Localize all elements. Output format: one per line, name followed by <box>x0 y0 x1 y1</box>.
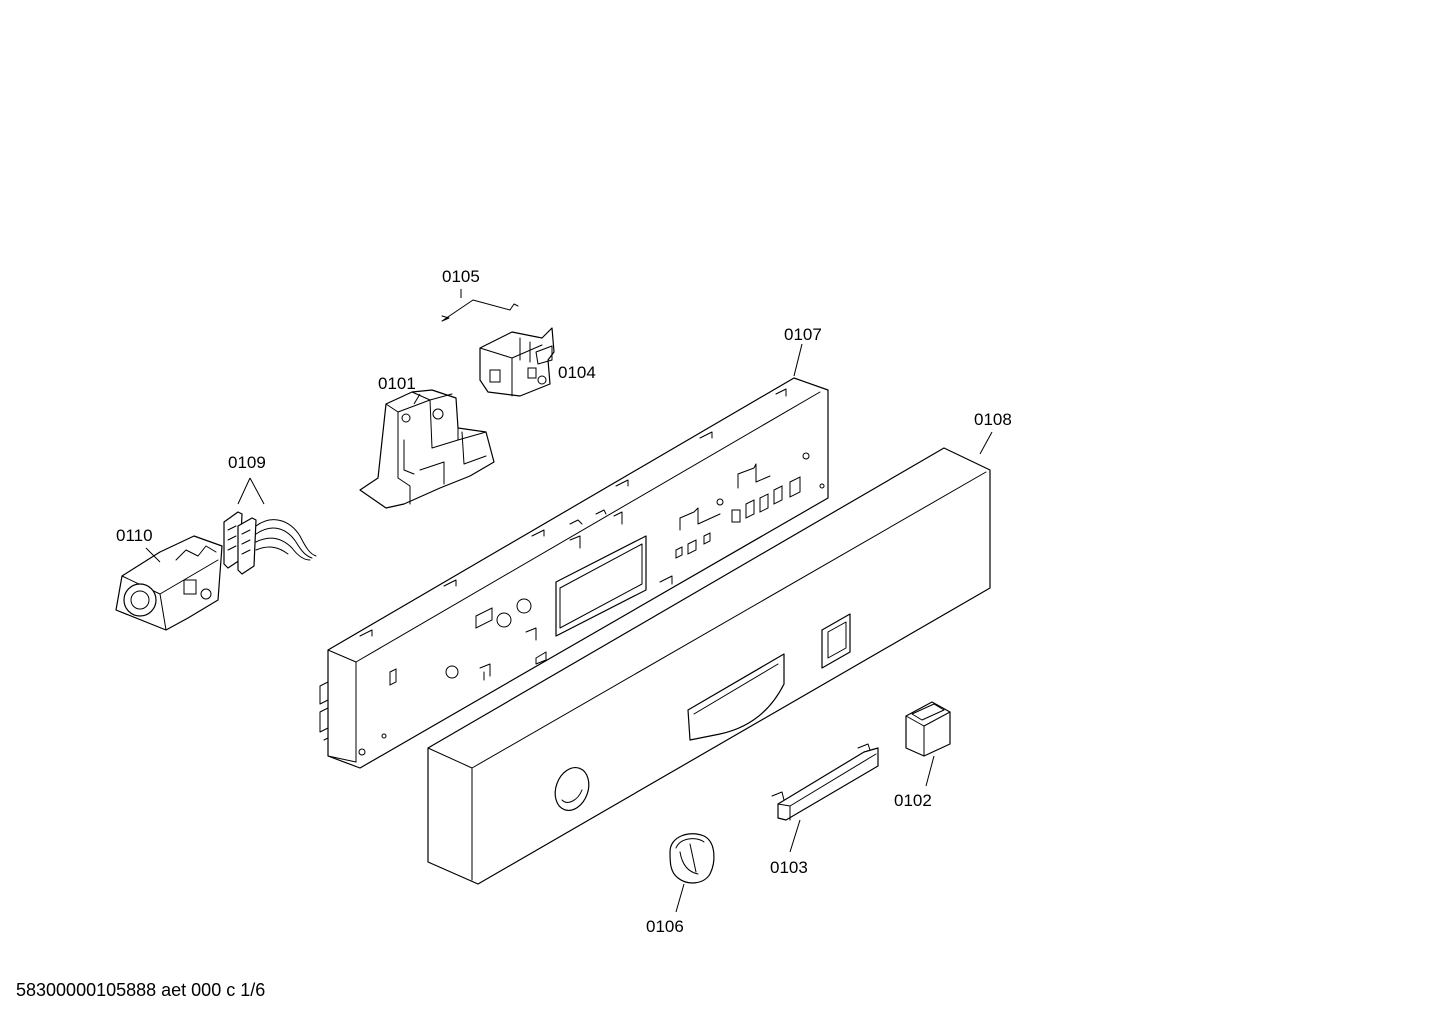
label-0101: 0101 <box>378 374 416 393</box>
part-0105-wire <box>441 299 519 322</box>
part-0103-strip <box>771 743 879 821</box>
part-0101-bracket <box>359 389 495 509</box>
part-0106-knob <box>669 833 715 884</box>
leader-0110 <box>145 547 161 563</box>
label-0109: 0109 <box>228 453 266 472</box>
label-0107: 0107 <box>784 325 822 344</box>
document-footer-id: 58300000105888 aet 000 c 1/6 <box>16 980 266 1000</box>
label-0103: 0103 <box>770 858 808 877</box>
leader-0106 <box>675 883 685 913</box>
label-0104: 0104 <box>558 363 596 382</box>
label-0102: 0102 <box>894 791 932 810</box>
label-0105: 0105 <box>442 267 480 286</box>
label-0106: 0106 <box>646 917 684 936</box>
leader-0101 <box>413 393 421 405</box>
leader-0109-a <box>237 477 251 505</box>
part-0110-selector <box>115 535 223 631</box>
label-0110: 0110 <box>116 526 153 545</box>
part-0109-harness <box>223 511 317 575</box>
label-0108: 0108 <box>974 410 1012 429</box>
leader-0109-b <box>249 477 265 505</box>
part-0108-fascia <box>427 447 991 885</box>
leader-0107 <box>793 343 803 377</box>
part-0107-housing <box>319 377 829 769</box>
part-0102-button <box>905 701 951 757</box>
leader-0102 <box>925 755 935 787</box>
part-0104-switch <box>479 327 555 397</box>
leader-0103 <box>789 819 801 853</box>
leader-0108 <box>979 431 993 455</box>
